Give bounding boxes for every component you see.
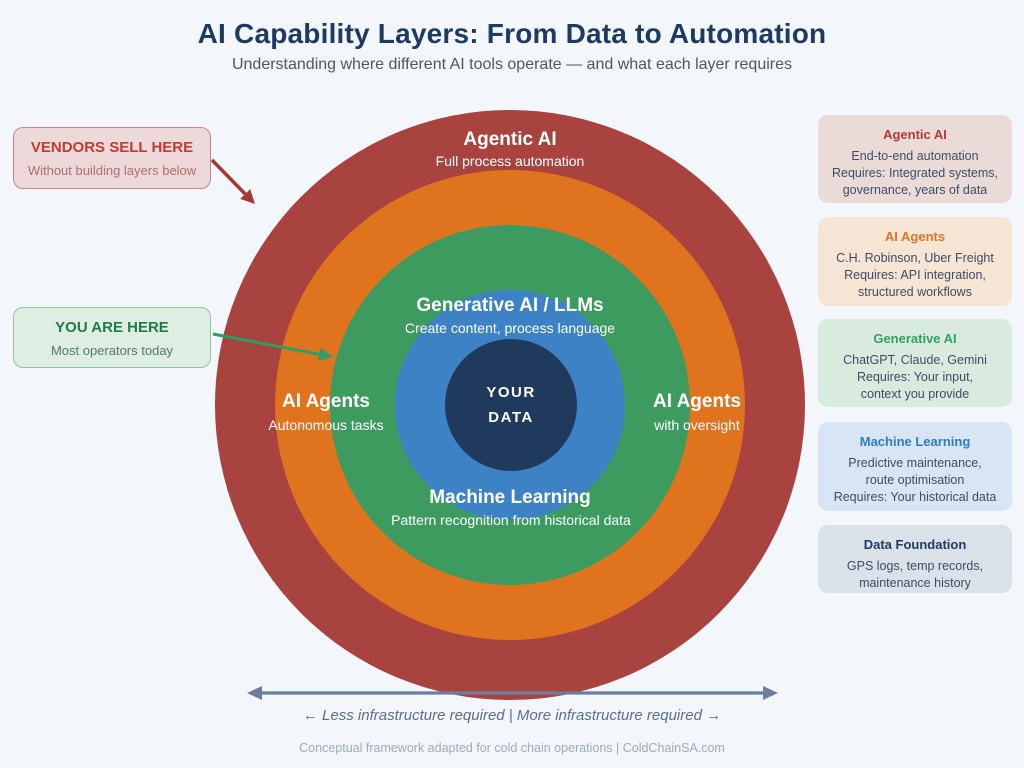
legend-card-title: AI Agents xyxy=(884,229,946,244)
page-subtitle: Understanding where different AI tools o… xyxy=(231,56,793,73)
ai-agents-right-label: AI Agents xyxy=(653,391,741,412)
you-are-here-subtitle: Most operators today xyxy=(50,343,174,358)
legend-card-body: End-to-end automation Requires: Integrat… xyxy=(831,149,999,197)
generative-ai-label: Generative AI / LLMs xyxy=(416,295,604,316)
legend-card-title: Agentic AI xyxy=(883,127,947,142)
legend-card-body: ChatGPT, Claude, Gemini Requires: Your i… xyxy=(843,353,987,401)
machine-learning-label: Machine Learning xyxy=(429,487,591,508)
vendors-callout-subtitle: Without building layers below xyxy=(27,163,197,178)
page-title: AI Capability Layers: From Data to Autom… xyxy=(197,18,827,49)
vendors-callout-title: VENDORS SELL HERE xyxy=(30,139,194,156)
infrastructure-axis-arrow-icon xyxy=(247,686,778,700)
agentic-ai-sublabel: Full process automation xyxy=(435,153,585,169)
legend-card-generative-ai: Generative AI ChatGPT, Claude, Gemini Re… xyxy=(818,319,1012,407)
legend-card-machine-learning: Machine Learning Predictive maintenance,… xyxy=(818,422,1012,511)
you-are-here-callout: YOU ARE HERE Most operators today xyxy=(13,307,211,368)
legend-card-body: GPS logs, temp records, maintenance hist… xyxy=(846,559,984,590)
legend-card-agentic-ai: Agentic AI End-to-end automation Require… xyxy=(818,115,1012,203)
agentic-ai-label: Agentic AI xyxy=(463,129,557,150)
legend-card-body: Predictive maintenance, route optimisati… xyxy=(833,456,997,504)
vendors-arrow-icon xyxy=(210,158,255,204)
you-are-here-title: YOU ARE HERE xyxy=(55,319,169,336)
legend-card-title: Data Foundation xyxy=(863,537,967,552)
ai-agents-left-label: AI Agents xyxy=(282,391,370,412)
legend-card-data-foundation: Data Foundation GPS logs, temp records, … xyxy=(818,525,1012,593)
legend-card-body: C.H. Robinson, Uber Freight Requires: AP… xyxy=(836,251,994,299)
infrastructure-axis-label: ← Less infrastructure required | More in… xyxy=(302,707,722,724)
legend-card-title: Generative AI xyxy=(873,331,957,346)
ai-agents-right-sublabel: with oversight xyxy=(654,417,740,433)
legend-card-ai-agents: AI Agents C.H. Robinson, Uber Freight Re… xyxy=(818,217,1012,306)
machine-learning-sublabel: Pattern recognition from historical data xyxy=(391,512,631,528)
footer-credit: Conceptual framework adapted for cold ch… xyxy=(299,741,725,755)
your-data-core: YOUR DATA xyxy=(445,339,577,471)
generative-ai-sublabel: Create content, process language xyxy=(404,320,616,336)
you-are-here-arrow-icon xyxy=(212,332,333,361)
ai-agents-left-sublabel: Autonomous tasks xyxy=(268,417,384,433)
vendors-sell-here-callout: VENDORS SELL HERE Without building layer… xyxy=(13,127,211,189)
legend-card-title: Machine Learning xyxy=(859,434,971,449)
